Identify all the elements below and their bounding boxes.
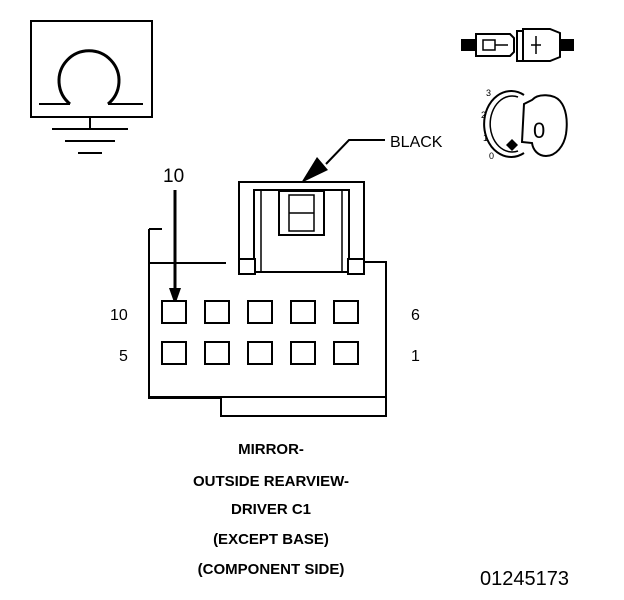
caption-line-5: (COMPONENT SIDE) — [198, 561, 345, 578]
pin-row-top — [161, 300, 359, 324]
figure-number: 01245173 — [480, 568, 569, 590]
caption-line-3: DRIVER C1 — [231, 501, 311, 518]
pin-cavity-2 — [290, 341, 316, 365]
pin-cavity-8 — [247, 300, 273, 324]
connector-caption: MIRROR- OUTSIDE REARVIEW- DRIVER C1 (EXC… — [193, 441, 349, 578]
pin-cavity-9 — [204, 300, 230, 324]
ground-symbol-icon — [30, 20, 153, 154]
connector-latch — [238, 181, 365, 275]
pin-cavity-1 — [333, 341, 359, 365]
pin-callout-arrow — [169, 190, 181, 305]
row-label-bottom-left: 5 — [119, 348, 128, 365]
caption-line-1: MIRROR- — [238, 441, 304, 458]
key-number-2: 2 — [481, 110, 486, 120]
caption-line-2: OUTSIDE REARVIEW- — [193, 473, 349, 490]
pin-cavity-5 — [161, 341, 187, 365]
pin-cavity-3 — [247, 341, 273, 365]
pin-row-bottom — [161, 341, 359, 365]
pin-callout-label: 10 — [163, 166, 184, 187]
pin-cavity-6 — [333, 300, 359, 324]
row-label-bottom-right: 1 — [411, 348, 420, 365]
pin-cavity-10 — [161, 300, 187, 324]
row-label-top-left: 10 — [110, 307, 128, 324]
pin-cavity-7 — [290, 300, 316, 324]
connector-body — [148, 228, 387, 417]
row-label-top-right: 6 — [411, 307, 420, 324]
key-number-1: 1 — [483, 133, 488, 143]
key-number-3: 3 — [486, 88, 491, 98]
ignition-key-icon: 3 2 1 0 0 — [481, 88, 568, 161]
key-position-label: 0 — [533, 118, 545, 143]
color-leader-arrow — [301, 139, 385, 183]
connector-pair-icon — [461, 28, 574, 62]
key-number-0: 0 — [489, 151, 494, 161]
caption-line-4: (EXCEPT BASE) — [213, 531, 329, 548]
pin-cavity-4 — [204, 341, 230, 365]
connector-color-label: BLACK — [390, 134, 443, 151]
